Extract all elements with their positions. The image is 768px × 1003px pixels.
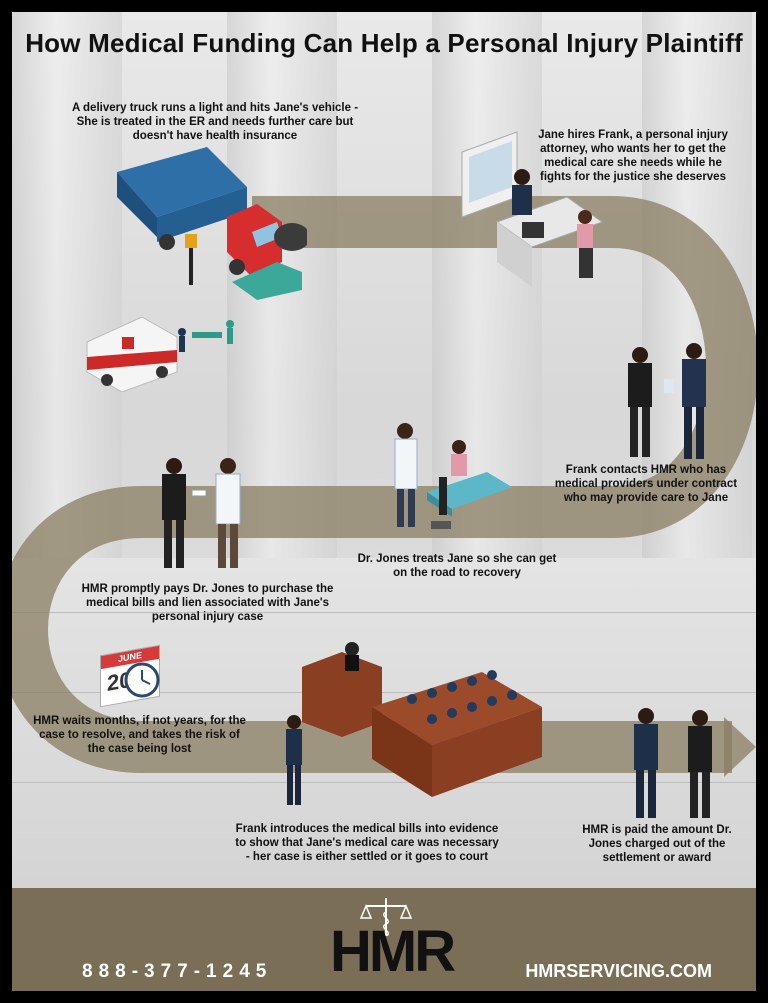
- background-column: [12, 12, 122, 572]
- step-caption-7: Frank introduces the medical bills into …: [235, 823, 499, 863]
- step-caption-5: HMR promptly pays Dr. Jones to purchase …: [81, 583, 334, 623]
- courtroom-illustration: [286, 642, 542, 805]
- step-caption-6: HMR waits months, if not years, for the …: [33, 715, 246, 755]
- floor-line: [12, 612, 756, 613]
- frank-hmr-handshake-illustration: [628, 343, 706, 459]
- road-path: [12, 196, 756, 777]
- floor-line: [12, 782, 756, 783]
- step-caption-1: A delivery truck runs a light and hits J…: [71, 102, 359, 142]
- step-caption-8: HMR is paid the amount Dr. Jones charged…: [582, 824, 732, 864]
- infographic-canvas: JUNE 20: [12, 12, 756, 888]
- website-link[interactable]: HMRSERVICING.COM: [525, 961, 712, 981]
- page-title: How Medical Funding Can Help a Personal …: [25, 28, 743, 58]
- step-caption-2: Jane hires Frank, a personal injury atto…: [538, 129, 728, 183]
- clock-icon: [124, 662, 160, 698]
- doctor-treatment-illustration: [394, 423, 512, 529]
- attorney-office-illustration: [461, 131, 604, 287]
- hmr-pays-doctor-illustration: [162, 458, 241, 568]
- scales-caduceus-icon: [360, 898, 412, 936]
- ambulance-illustration: [86, 316, 234, 392]
- floor-line: [12, 692, 756, 693]
- truck-crash-illustration: [117, 147, 307, 300]
- step-caption-3: Frank contacts HMR who has medical provi…: [554, 464, 738, 504]
- road-path-band: [12, 196, 756, 773]
- footer-bar: 888-377-1245 HMR HMRSERVICING.COM: [12, 888, 756, 991]
- step-caption-4: Dr. Jones treats Jane so she can get on …: [357, 553, 557, 579]
- road-arrow: [724, 717, 756, 777]
- phone-number[interactable]: 888-377-1245: [82, 961, 273, 982]
- hmr-logo: HMR: [330, 919, 456, 984]
- hmr-paid-handshake-illustration: [634, 708, 712, 818]
